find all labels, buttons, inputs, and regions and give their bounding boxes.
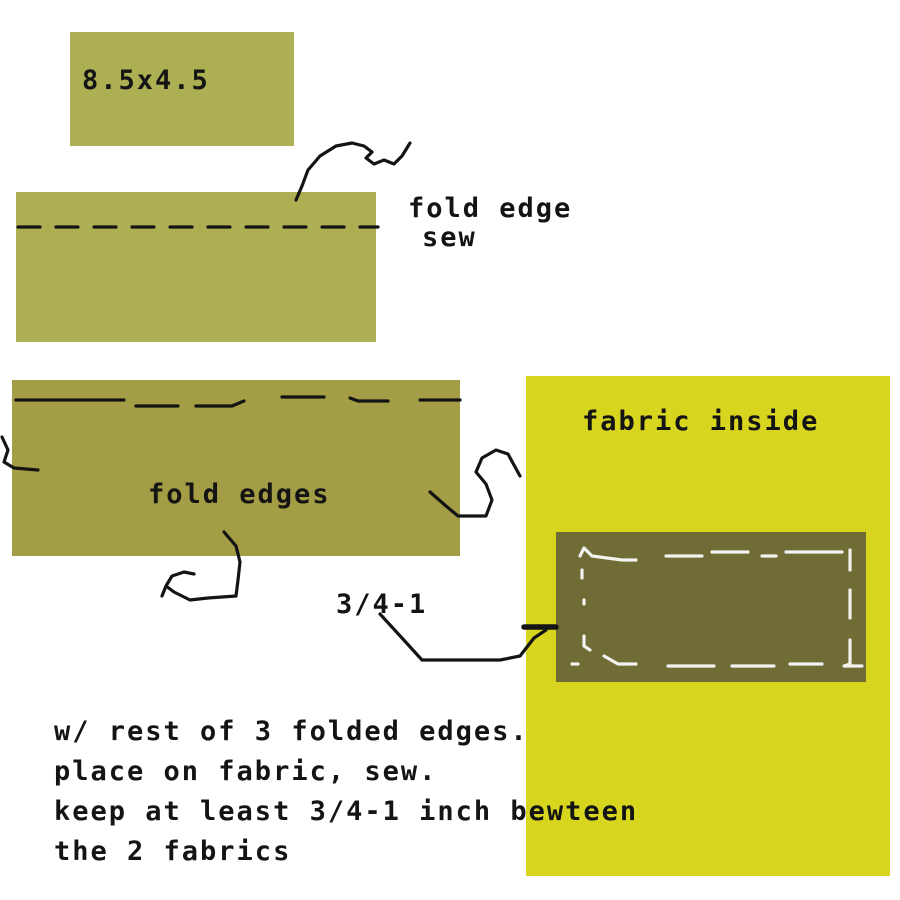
fabric-piece-folded-edges [12,380,460,556]
instruction-line: w/ rest of 3 folded edges. [54,716,529,747]
sew-label: sew [422,222,477,253]
gap-arrow [378,612,548,662]
fabric-piece-cut [70,32,294,146]
fabric-piece-folded-top [16,192,376,342]
instruction-line: place on fabric, sew. [54,756,438,787]
size-label: 8.5x4.5 [82,65,210,96]
fold-edges-label: fold edges [148,479,331,510]
fabric-inside-label: fabric inside [582,406,820,437]
fold-edge-label: fold edge [408,193,573,224]
gap-label: 3/4-1 [336,589,428,620]
instruction-line: the 2 fabrics [54,836,292,867]
inner-fabric-piece [556,532,866,682]
instructions: w/ rest of 3 folded edges. place on fabr… [54,712,638,872]
instruction-line: keep at least 3/4-1 inch bewteen [54,796,639,827]
